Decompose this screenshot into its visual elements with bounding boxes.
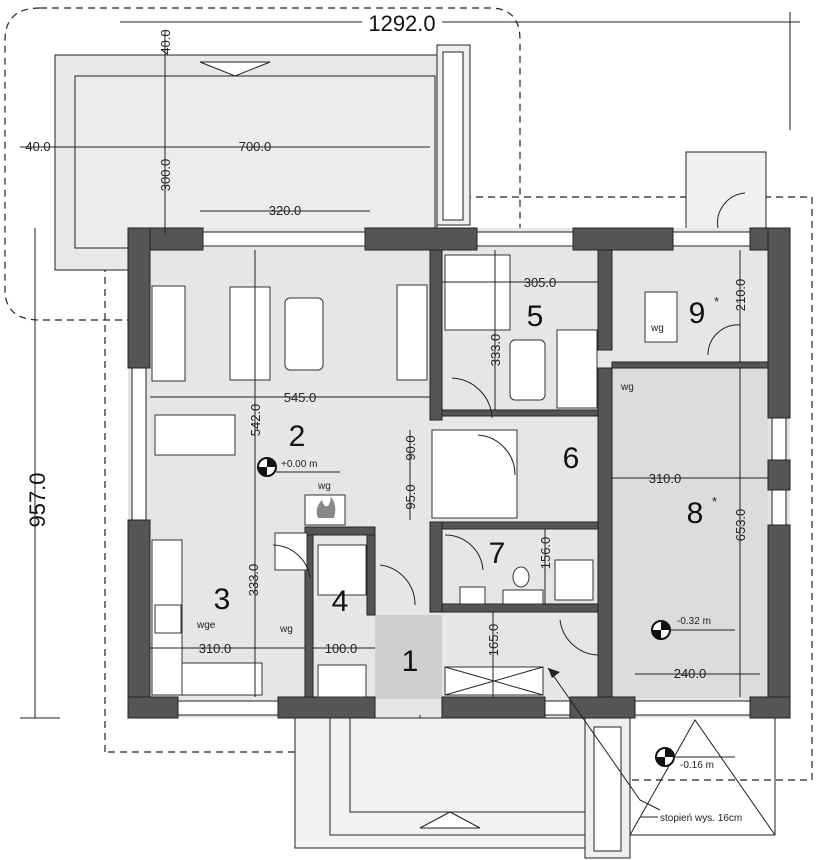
dim-room3-depth: 333.0 <box>246 564 261 597</box>
planter-inner <box>442 51 464 221</box>
label-wg-fireplace: wg <box>317 481 331 492</box>
entry-floor <box>375 615 442 699</box>
room-6-label: 6 <box>563 442 580 475</box>
dim-room8-depth: 653.0 <box>733 509 748 542</box>
level-marker-icon <box>655 747 735 767</box>
room-2-label: 2 <box>289 420 306 453</box>
room-8-asterisk: * <box>712 494 717 509</box>
label-wge: wge <box>196 620 216 631</box>
dim-terrace-depth: 300.0 <box>158 159 173 192</box>
label-wg-room9: wg <box>650 323 664 334</box>
dim-stair-90: 90.0 <box>403 435 418 460</box>
dim-room5-depth: 333.0 <box>488 334 503 367</box>
label-wg-room8: wg <box>620 382 634 393</box>
dim-room2-width: 545.0 <box>284 390 317 405</box>
room-5-label: 5 <box>527 300 544 333</box>
dim-terrace-width: 700.0 <box>239 139 272 154</box>
exterior-walls <box>127 227 791 719</box>
room-9-asterisk: * <box>714 294 719 309</box>
dim-room9-depth: 210.0 <box>733 279 748 312</box>
dimension-lines <box>20 12 800 719</box>
level-marker-icon <box>651 620 735 640</box>
dim-stair-95: 95.0 <box>403 484 418 509</box>
dim-total-depth: 957.0 <box>25 472 50 527</box>
windows <box>131 231 787 716</box>
dim-room5-width: 305.0 <box>524 275 557 290</box>
dim-room2-depth: 542.0 <box>248 404 263 437</box>
room-3-label: 3 <box>214 583 231 616</box>
step-height-note: stopień wys. 16cm <box>660 813 742 824</box>
room8-floor <box>612 368 768 698</box>
room-4-label: 4 <box>332 585 349 618</box>
dim-terrace-offset-left: 40.0 <box>25 139 50 154</box>
furniture <box>151 254 678 698</box>
roof-outline <box>4 7 521 321</box>
doors <box>272 192 746 756</box>
dim-room8-window: 240.0 <box>674 666 707 681</box>
room-1-label: 1 <box>402 645 419 678</box>
terrace-entry-arrow <box>199 61 271 77</box>
level-marker-icon <box>257 457 340 477</box>
label-wg-kitchen: wg <box>279 624 293 635</box>
dim-room8-width: 310.0 <box>649 471 682 486</box>
fireplace-flame-icon <box>316 496 336 518</box>
dim-room7-depth: 156.0 <box>538 537 553 570</box>
room-8-label: 8 <box>687 497 704 530</box>
dim-room4-width: 100.0 <box>325 641 358 656</box>
dim-room1-depth: 165.0 <box>486 624 501 657</box>
room-7-label: 7 <box>489 537 506 570</box>
dim-total-width: 1292.0 <box>368 11 435 36</box>
room-9-label: 9 <box>689 297 706 330</box>
level-main: +0.00 m <box>281 459 317 470</box>
interior-walls <box>304 249 769 698</box>
dim-window-width: 320.0 <box>269 203 302 218</box>
entrance-porch <box>294 667 776 859</box>
dim-room3-width: 310.0 <box>199 641 232 656</box>
dim-terrace-offset-top: 40.0 <box>158 29 173 54</box>
terrace-inner <box>74 75 436 249</box>
level-entry: -0.16 m <box>680 760 714 771</box>
side-entrance-landing <box>685 151 767 231</box>
level-room8: -0.32 m <box>677 616 711 627</box>
